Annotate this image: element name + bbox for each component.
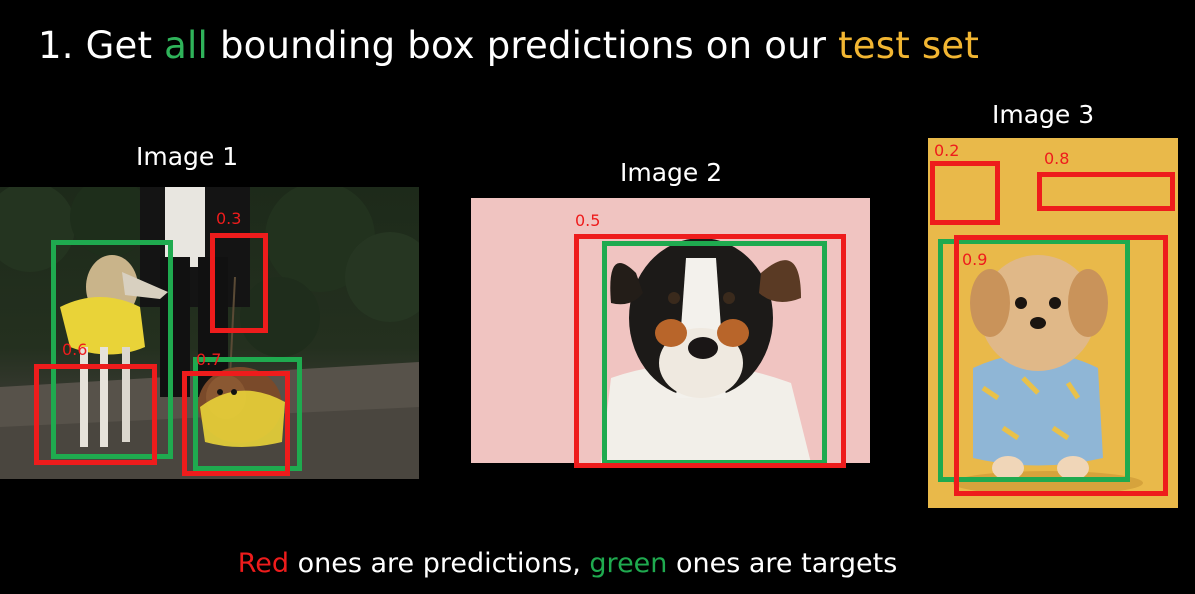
image-1-photo bbox=[0, 187, 419, 479]
caption-red-word: Red bbox=[237, 548, 289, 579]
image-2-panel: 0.5 bbox=[471, 198, 870, 468]
image-1-confidence-3: 0.7 bbox=[196, 350, 222, 369]
caption-part-2: ones are targets bbox=[667, 548, 898, 579]
image-2-target-box-1 bbox=[602, 241, 827, 465]
image-1-confidence-1: 0.3 bbox=[216, 209, 242, 228]
title-highlight-test-set: test set bbox=[838, 24, 980, 67]
image-3-prediction-box-1 bbox=[930, 161, 1000, 225]
image-1-target-box-1 bbox=[51, 240, 173, 459]
image-1-label: Image 1 bbox=[136, 142, 239, 171]
image-2-label: Image 2 bbox=[620, 158, 723, 187]
image-1-prediction-box-2 bbox=[34, 364, 157, 465]
legend-caption: Red ones are predictions, green ones are… bbox=[0, 548, 1135, 579]
title-middle: bounding box predictions on our bbox=[208, 24, 839, 67]
image-1-panel: 0.3 0.6 0.7 bbox=[0, 187, 419, 479]
caption-part-1: ones are predictions, bbox=[289, 548, 590, 579]
image-1-prediction-box-3 bbox=[182, 371, 290, 476]
title-highlight-all: all bbox=[164, 24, 209, 67]
image-3-confidence-2: 0.8 bbox=[1044, 149, 1070, 168]
image-3-photo bbox=[928, 138, 1178, 508]
image-1-confidence-2: 0.6 bbox=[62, 340, 88, 359]
image-3-label: Image 3 bbox=[992, 100, 1095, 129]
image-3-prediction-box-2 bbox=[1037, 172, 1175, 211]
image-3-confidence-1: 0.2 bbox=[934, 141, 960, 160]
image-1-target-box-2 bbox=[193, 357, 302, 471]
image-3-prediction-box-3 bbox=[954, 235, 1168, 496]
image-3-target-box-1 bbox=[938, 239, 1130, 482]
caption-green-word: green bbox=[589, 548, 668, 579]
image-1-prediction-box-1 bbox=[210, 233, 268, 333]
image-2-prediction-box-1 bbox=[574, 234, 846, 468]
image-3-confidence-3: 0.9 bbox=[962, 250, 988, 269]
image-2-confidence-1: 0.5 bbox=[575, 211, 601, 230]
image-3-panel: 0.2 0.8 0.9 bbox=[928, 138, 1178, 508]
slide-title: 1. Get all bounding box predictions on o… bbox=[38, 24, 979, 67]
title-prefix: 1. Get bbox=[38, 24, 165, 67]
